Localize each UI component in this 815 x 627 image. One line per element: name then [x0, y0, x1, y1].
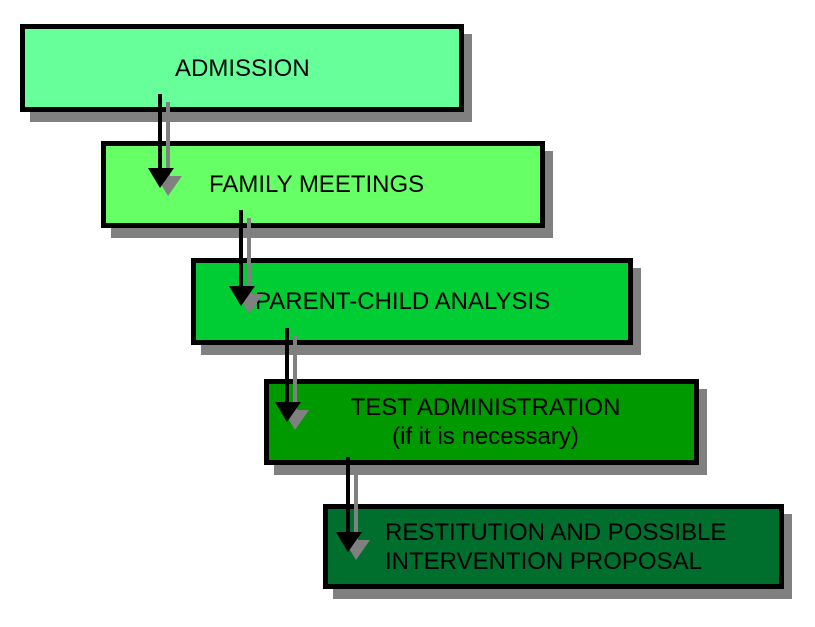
step-1-box: ADMISSION	[20, 24, 464, 112]
step-4-box: TEST ADMINISTRATION (if it is necessary)	[264, 379, 699, 465]
step-4-label-line-2: (if it is necessary)	[392, 423, 579, 450]
step-5-label-line-1: RESTITUTION AND POSSIBLE	[385, 518, 727, 546]
arrow-4	[336, 457, 362, 552]
step-5-label-line-2: INTERVENTION PROPOSAL	[385, 547, 702, 575]
step-3-label: PARENT-CHILD ANALYSIS	[255, 288, 551, 315]
step-2-label: FAMILY MEETINGS	[209, 171, 425, 198]
step-4-label-line-1: TEST ADMINISTRATION	[350, 394, 621, 421]
arrow-1	[148, 94, 174, 188]
arrow-3	[275, 328, 301, 422]
step-1-label: ADMISSION	[175, 54, 310, 82]
step-3-box: PARENT-CHILD ANALYSIS	[191, 258, 633, 345]
step-5-box: RESTITUTION AND POSSIBLE INTERVENTION PR…	[323, 504, 784, 589]
arrow-2	[229, 210, 255, 306]
